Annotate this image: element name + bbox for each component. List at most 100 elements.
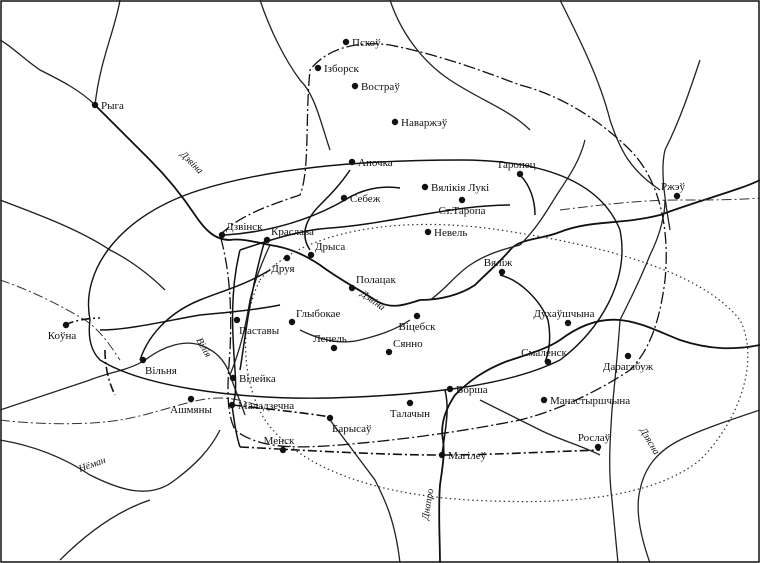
city-label-dukhaushchyna: Духаўшчына	[534, 308, 595, 320]
city-dot-apochka	[348, 158, 356, 166]
river-small-3	[329, 419, 401, 563]
city-label-drysa: Дрыса	[315, 241, 345, 253]
city-label-vializh: Вяліж	[484, 257, 513, 269]
city-dot-talachyn	[406, 399, 414, 407]
city-label-vorsha: Ворша	[456, 384, 488, 396]
dzvina-river	[94, 104, 760, 307]
river-label-vilija: Вілія	[193, 336, 213, 360]
city-dot-glybokae	[288, 318, 296, 326]
city-dot-barysau	[326, 414, 334, 422]
city-label-rzheu: Ржэў	[661, 181, 685, 193]
city-dot-navarzhau	[391, 118, 399, 126]
river-east-1	[619, 199, 666, 321]
city-label-navarzhau: Навaржэў	[401, 117, 448, 129]
city-dot-vostrau	[351, 82, 359, 90]
rail-2	[104, 349, 116, 396]
city-label-vilejka: Вілейка	[239, 373, 276, 385]
city-label-kraslava: Краслава	[271, 226, 314, 238]
city-label-viciebsk: Віцебск	[399, 321, 437, 333]
border-2	[0, 279, 121, 361]
city-dot-maladzechna	[228, 401, 236, 409]
city-dot-drúja	[283, 254, 291, 262]
city-dot-kraslava	[263, 236, 271, 244]
nioman-bottom	[59, 499, 151, 561]
river-east-2	[637, 409, 760, 563]
city-dot-manastyrshchyna	[540, 396, 548, 404]
city-dot-polatsk	[348, 284, 356, 292]
rail-3	[239, 446, 601, 456]
city-dot-kouna	[62, 321, 70, 329]
city-dot-vialikija_luki	[421, 183, 429, 191]
city-label-vialikija_luki: Вялікія Лукі	[431, 182, 489, 194]
city-dot-sebezh	[340, 194, 348, 202]
city-label-daragabuzh: Дарагабуж	[603, 361, 654, 373]
city-dot-sianno	[385, 348, 393, 356]
dzvina-lower	[0, 39, 96, 106]
city-label-barysau: Барысаў	[332, 423, 372, 435]
city-label-izborsk: Ізборск	[324, 63, 359, 75]
city-label-riga: Рыга	[101, 100, 124, 112]
city-dot-izborsk	[314, 64, 322, 72]
ring-dash	[219, 43, 667, 448]
river-small-2	[479, 399, 601, 456]
city-dot-viciebsk	[413, 312, 421, 320]
city-label-sebezh: Себеж	[350, 193, 381, 205]
city-label-maladzechna: Маладзечна	[238, 400, 294, 412]
road-7	[441, 389, 448, 456]
river-north-1	[94, 0, 121, 106]
road-6	[231, 404, 241, 448]
city-dot-vilejka	[229, 374, 237, 382]
city-label-mensk: Менск	[264, 435, 295, 447]
vilija-upper	[229, 244, 271, 376]
city-label-manastyrshchyna: Манастыршчына	[550, 395, 630, 407]
city-label-apochka: Апочка	[358, 157, 393, 169]
river-north-6	[662, 59, 701, 231]
river-label-dzvina_mid: Дзвіна	[357, 288, 387, 313]
city-dot-daragabuzh	[624, 352, 632, 360]
city-label-kouna: Коўна	[48, 330, 77, 342]
city-dot-riga	[91, 101, 99, 109]
river-north-4	[389, 0, 531, 131]
city-label-drúja: Друя	[271, 263, 294, 275]
city-dot-vorsha	[446, 385, 454, 393]
city-dot-pastavy	[233, 316, 241, 324]
city-dot-magileu	[438, 451, 446, 459]
rail-1	[64, 317, 101, 326]
city-dot-ashmiany	[187, 395, 195, 403]
road-2	[231, 249, 241, 406]
river-small-4	[429, 244, 521, 301]
river-label-dniapro: Днапро	[420, 488, 436, 522]
river-label-dziasna: Дзясна	[637, 425, 662, 457]
city-dot-drysa	[307, 251, 315, 259]
city-dot-daugavpils	[218, 231, 226, 239]
city-dot-dukhaushchyna	[564, 319, 572, 327]
rail-4	[231, 404, 331, 418]
city-label-glybokae: Глыбокае	[296, 308, 341, 320]
river-north-5	[559, 0, 661, 191]
river-label-dzvina_north: Дзвіна	[177, 149, 205, 177]
city-label-vilnia: Вільня	[145, 365, 177, 377]
river-small-5	[519, 139, 586, 246]
roads	[64, 169, 601, 456]
road-1	[224, 186, 401, 236]
territory-rings	[87, 43, 749, 503]
city-dot-smalensk	[544, 358, 552, 366]
road-5	[99, 304, 281, 331]
city-label-ashmiany: Ашмяны	[170, 404, 212, 416]
border-3	[559, 197, 760, 211]
ring-solid	[87, 159, 623, 399]
city-dot-rzheu	[673, 192, 681, 200]
city-label-novel: Невель	[434, 227, 467, 239]
dziasna-river	[609, 319, 621, 563]
city-label-smalensk: Смаленск	[521, 347, 567, 359]
border-1	[0, 397, 271, 425]
city-dot-vializh	[498, 268, 506, 276]
nioman-river	[0, 429, 221, 492]
city-label-magileu: Магілеў	[448, 450, 487, 462]
dniapro-river	[438, 318, 760, 563]
city-label-st_taropa: Ст.Таропа	[438, 205, 485, 217]
